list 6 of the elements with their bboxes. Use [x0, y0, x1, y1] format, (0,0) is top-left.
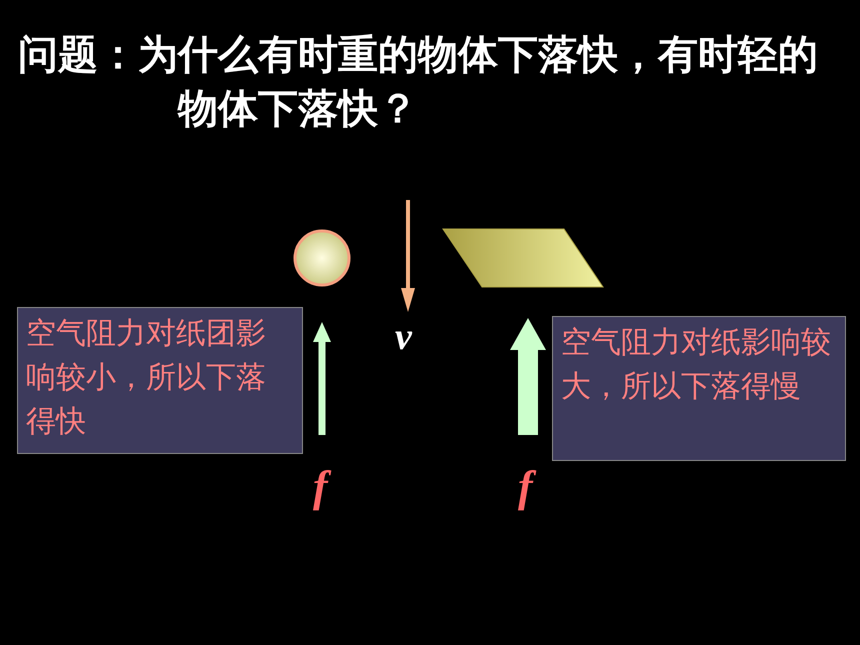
explanation-box: 空气阻力对纸影响较大，所以下落得慢: [552, 316, 846, 461]
explanation-box: 空气阻力对纸团影响较小，所以下落得快: [17, 307, 303, 454]
velocity-symbol: v: [395, 318, 412, 356]
paper-ball-circle: [293, 229, 351, 287]
paper-sheet-parallelogram: [442, 228, 604, 288]
question-title: 问题：为什么有时重的物体下落快，有时轻的物体下落快？: [18, 31, 818, 134]
